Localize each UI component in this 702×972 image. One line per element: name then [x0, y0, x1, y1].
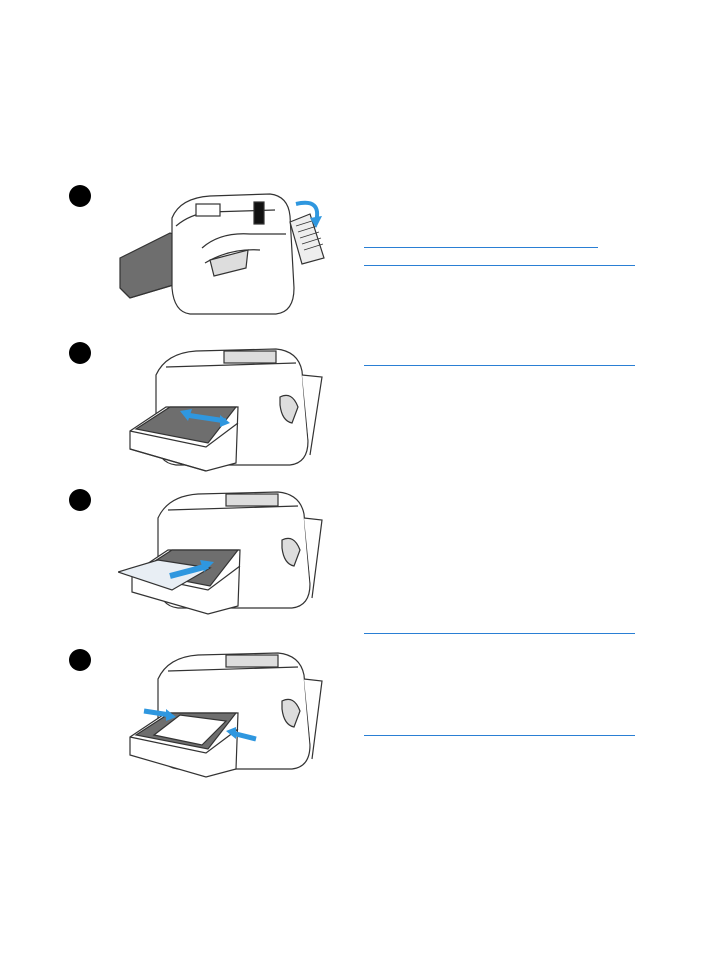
- step-3-badge: [69, 489, 91, 511]
- step-2-badge: [69, 342, 91, 364]
- printer-rear-view-illustration: [119, 193, 325, 315]
- step-4-badge: [69, 649, 91, 671]
- section-rule: [364, 265, 635, 266]
- section-rule: [364, 735, 635, 736]
- printer-align-guides-illustration: [129, 652, 323, 778]
- printer-envelope-insert-illustration: [118, 491, 323, 615]
- section-rule: [364, 365, 635, 366]
- section-rule: [364, 247, 598, 248]
- printer-guides-illustration: [129, 348, 323, 472]
- step-1-badge: [69, 185, 91, 207]
- section-rule: [364, 633, 635, 634]
